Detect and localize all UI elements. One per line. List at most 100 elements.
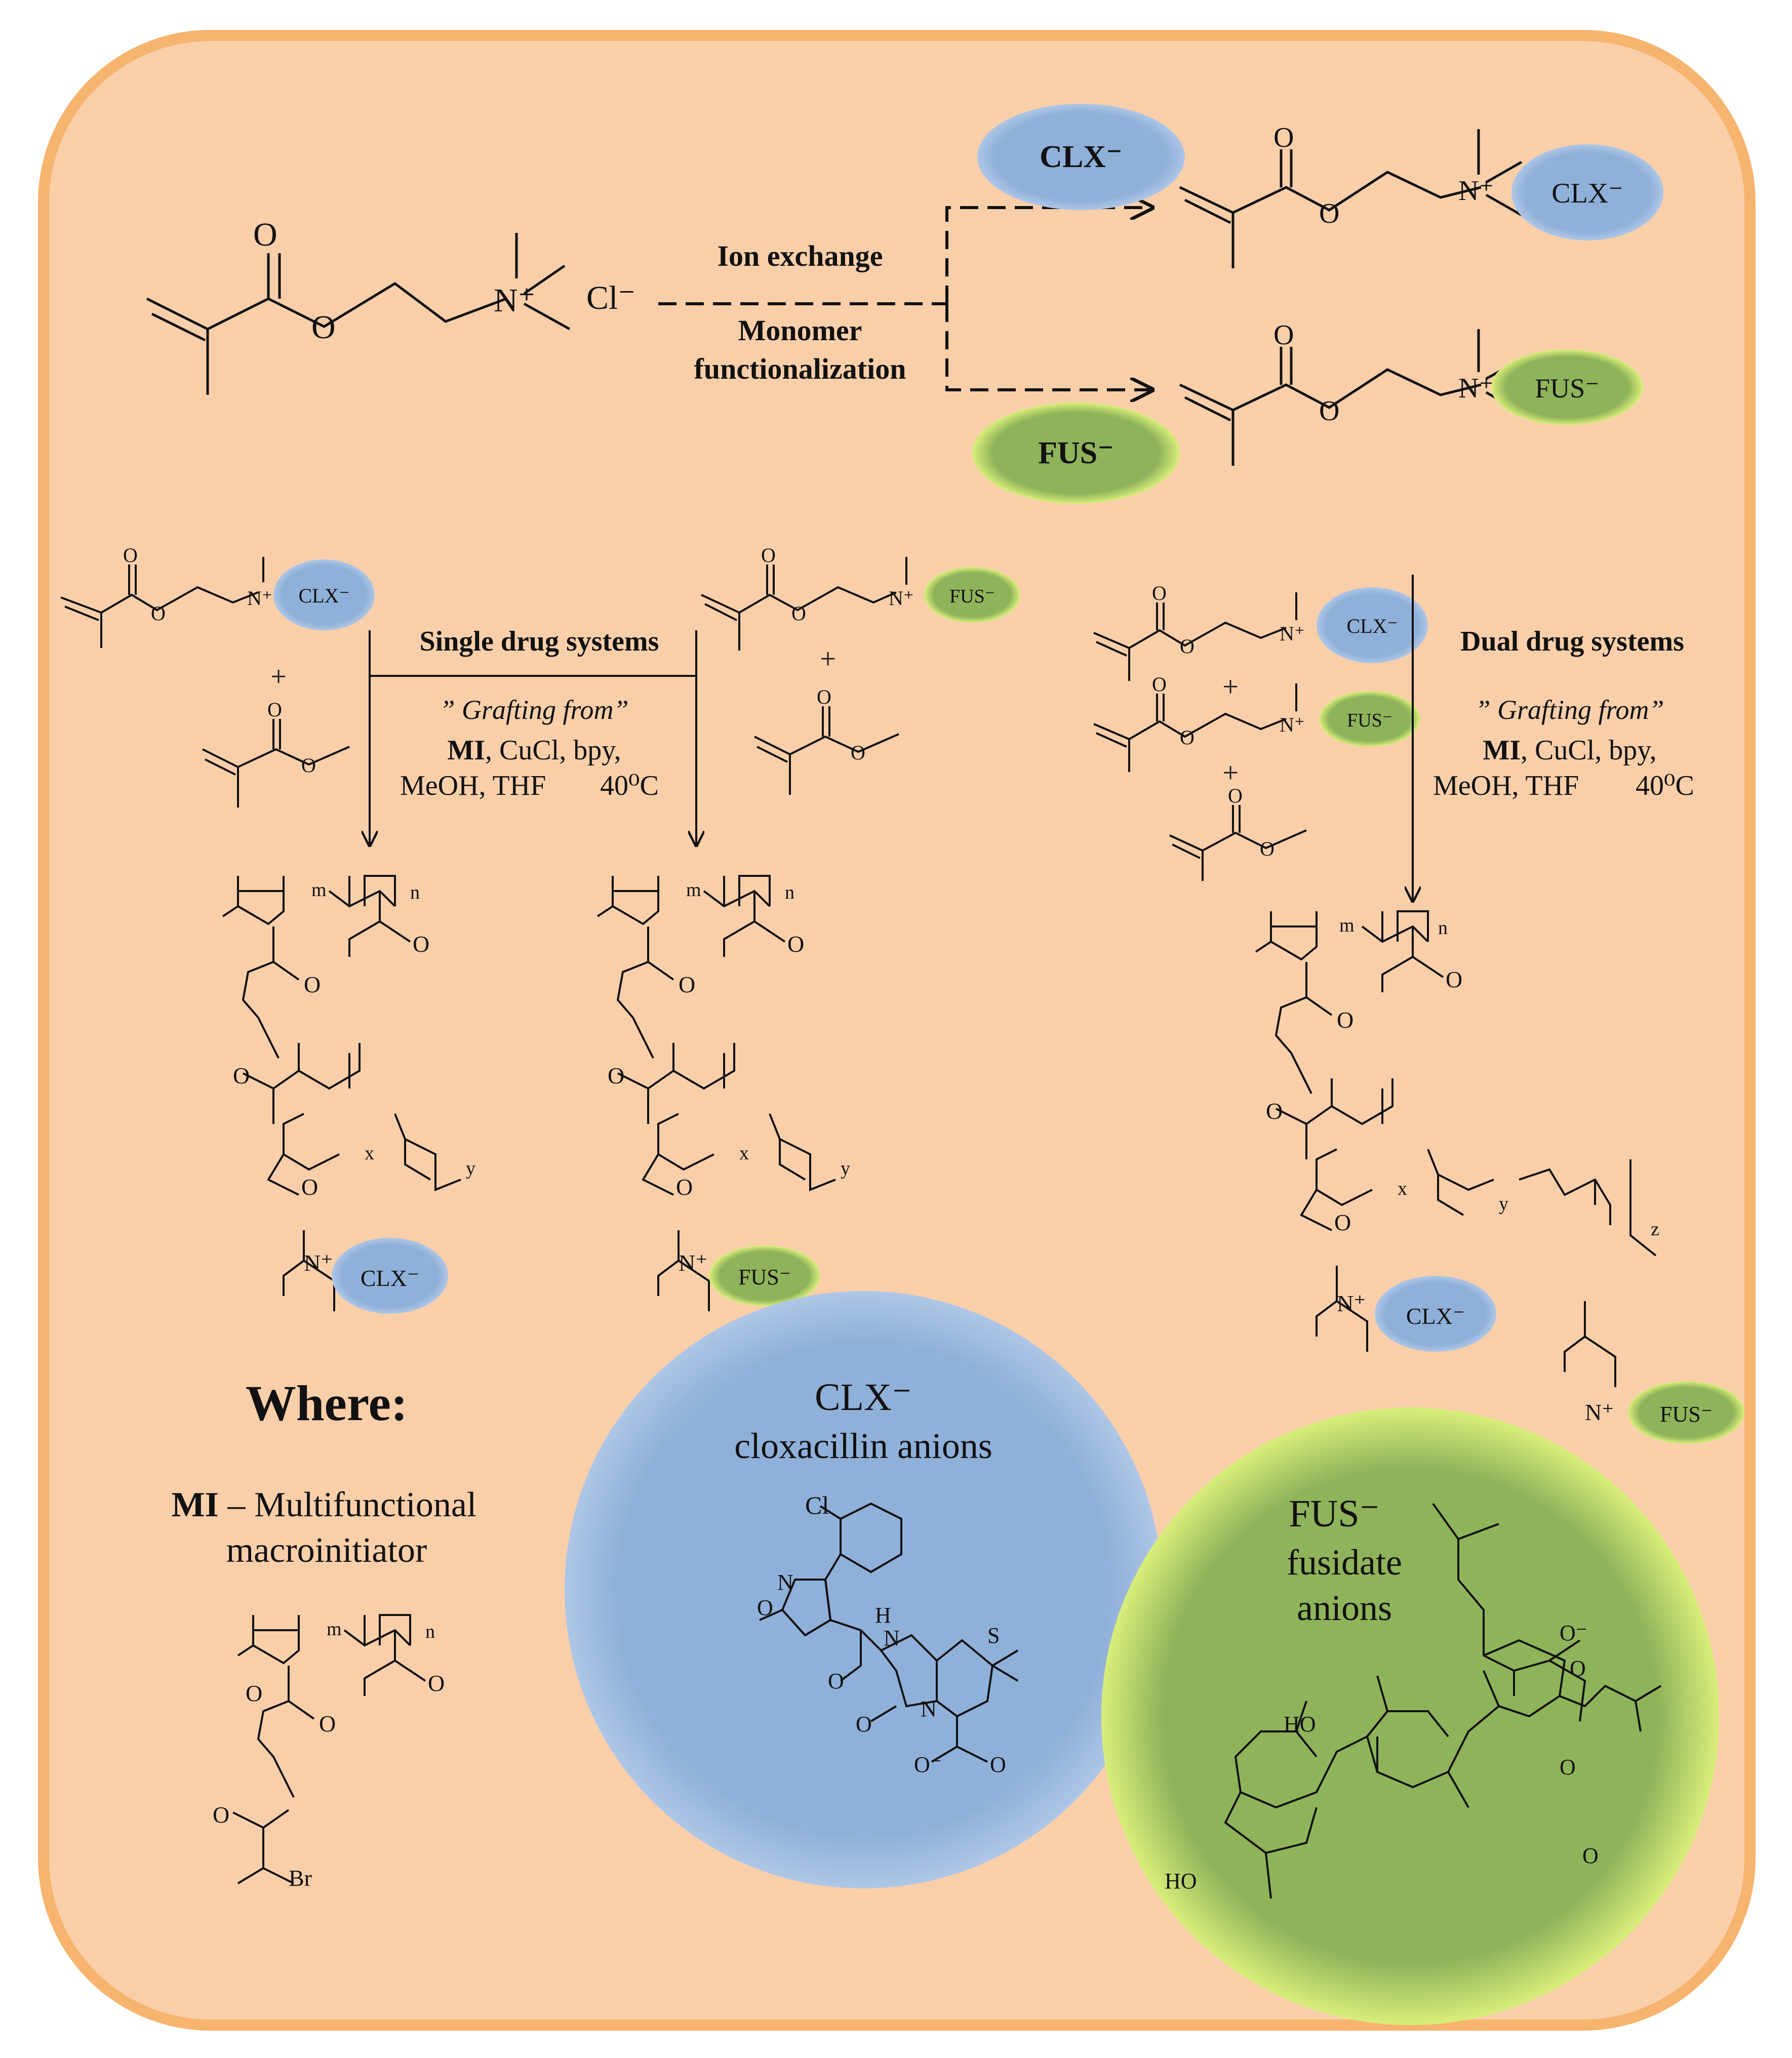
- single-clx-poly-anion: CLX⁻: [361, 1265, 419, 1291]
- fus-monomer-product: [1179, 329, 1523, 466]
- dual-conditions-line1: MI, CuCl, bpy,: [1483, 735, 1656, 766]
- clx-lactam-o: O: [856, 1712, 872, 1737]
- dual-monomers: [1093, 592, 1307, 881]
- chloride-anion: Cl⁻: [586, 279, 635, 316]
- methyl-methacrylate-2: [754, 706, 899, 795]
- functionalization-label: functionalization: [694, 352, 906, 385]
- monomer-label: Monomer: [738, 314, 862, 347]
- single-fus-poly-o1: O: [608, 1063, 624, 1088]
- dual-fus-o2: O: [1180, 726, 1194, 749]
- dual-clx-o2: O: [1180, 635, 1194, 658]
- single-clx-poly-n-plus: N⁺: [304, 1250, 333, 1276]
- dual-polymer: [1255, 910, 1657, 1387]
- dual-poly-fus-anion: FUS⁻: [1660, 1402, 1713, 1427]
- fus-monomer-anion: FUS⁻: [1535, 373, 1600, 403]
- clx-monomer-anion-oval: [1511, 144, 1663, 240]
- clx-isoxazole-o: O: [757, 1595, 773, 1620]
- dual-poly-sub-m: m: [1339, 915, 1355, 936]
- mi-o4: O: [213, 1802, 229, 1828]
- single-fus-poly-anion-oval: [709, 1245, 820, 1306]
- clx-monomer-product: [1179, 129, 1523, 268]
- clx-monomer-n-plus: N⁺: [1458, 175, 1494, 207]
- dual-drug-systems-label: Dual drug systems: [1460, 626, 1684, 657]
- monomer-n-plus: N⁺: [494, 282, 536, 319]
- single-fus-o1: O: [761, 544, 776, 567]
- clx-lactam-n: N: [921, 1697, 937, 1721]
- clx-monomer-carbonyl-o: O: [1273, 122, 1294, 153]
- clx-chlorine: Cl: [805, 1491, 829, 1519]
- fus-ho-2: HO: [1165, 1869, 1197, 1893]
- clx-carboxylate-o-minus: O⁻: [914, 1752, 942, 1777]
- fusidate-structure: [1224, 1503, 1662, 1899]
- single-clx-poly-sub-m: m: [311, 879, 327, 901]
- clx-legend-title: CLX⁻: [815, 1376, 912, 1419]
- dual-poly-o4: O: [1334, 1209, 1351, 1235]
- plus-sign-2: +: [820, 643, 836, 675]
- dual-clx-o1: O: [1152, 582, 1167, 604]
- dual-fus-n-plus: N⁺: [1280, 713, 1305, 736]
- mma2-o1: O: [817, 685, 831, 708]
- plus-sign-3: +: [1222, 671, 1239, 703]
- mma1-o1: O: [267, 698, 282, 721]
- dual-conditions-temp: 40⁰C: [1636, 770, 1694, 801]
- clx-amide-h: H: [875, 1603, 891, 1628]
- cloxacillin-structure: [759, 1502, 1019, 1763]
- single-fus-poly-o3: O: [787, 931, 804, 957]
- single-fus-poly-n-plus: N⁺: [679, 1250, 708, 1276]
- dual-poly-n-plus-fus: N⁺: [1585, 1399, 1614, 1425]
- single-conditions-line1: MI, CuCl, bpy,: [447, 735, 621, 766]
- dual-clx-n-plus: N⁺: [1280, 622, 1305, 645]
- single-clx-n-plus: N⁺: [247, 587, 272, 610]
- dual-poly-sub-n: n: [1438, 917, 1448, 939]
- single-drug-systems-label: Single drug systems: [420, 626, 659, 657]
- single-fus-poly-o2: O: [679, 972, 695, 997]
- dual-clx-anion: CLX⁻: [1346, 615, 1398, 637]
- dual-poly-fus-anion-oval: [1628, 1381, 1744, 1444]
- single-fus-poly-o4: O: [676, 1174, 693, 1200]
- single-fus-poly-anion: FUS⁻: [738, 1265, 791, 1289]
- single-fus-anion: FUS⁻: [949, 586, 995, 607]
- mi-o1: O: [246, 1680, 262, 1706]
- methyl-methacrylate-1: [202, 719, 350, 808]
- clx-amide-o: O: [828, 1669, 844, 1693]
- mi-sub-m: m: [327, 1619, 342, 1640]
- single-conditions-temp: 40⁰C: [600, 770, 659, 801]
- single-fus-monomer: [701, 557, 907, 651]
- clx-legend-circle: [565, 1291, 1162, 1888]
- dual-clx-anion-oval: [1317, 587, 1428, 663]
- mi-definition-line2: macroinitiator: [226, 1531, 427, 1570]
- single-clx-polymer: [222, 875, 461, 1311]
- dual-poly-n-plus-clx: N⁺: [1337, 1290, 1366, 1316]
- where-label: Where:: [246, 1375, 408, 1431]
- clx-legend-name: cloxacillin anions: [734, 1426, 992, 1466]
- ion-exchange-label: Ion exchange: [717, 239, 883, 272]
- single-fus-poly-sub-n: n: [785, 882, 794, 903]
- fus-carboxylate-o-minus: O⁻: [1560, 1621, 1587, 1645]
- clx-monomer-ester-o: O: [1319, 198, 1339, 229]
- fus-monomer-ester-o: O: [1319, 395, 1339, 427]
- clx-reagent-label: CLX⁻: [1040, 140, 1123, 174]
- dual-poly-clx-anion-oval: [1375, 1276, 1496, 1352]
- dual-poly-sub-y: y: [1499, 1193, 1508, 1215]
- dual-poly-sub-x: x: [1398, 1178, 1407, 1199]
- single-fus-o2: O: [791, 602, 806, 625]
- fus-legend-title: FUS⁻: [1289, 1492, 1380, 1535]
- single-clx-poly-o4: O: [301, 1174, 318, 1200]
- single-clx-poly-sub-n: n: [410, 882, 420, 903]
- fus-carboxylate-o: O: [1570, 1656, 1586, 1681]
- mi-definition-line1: MI – Multifunctional: [172, 1485, 477, 1524]
- plus-sign-1: +: [270, 661, 287, 693]
- clx-carboxylate-o: O: [990, 1752, 1006, 1777]
- starting-monomer: [146, 233, 571, 395]
- mma1-o2: O: [301, 754, 316, 777]
- dual-fus-o1: O: [1152, 673, 1167, 696]
- dual-fus-anion: FUS⁻: [1347, 710, 1392, 731]
- single-clx-poly-sub-x: x: [365, 1143, 374, 1164]
- single-fus-poly-sub-y: y: [841, 1158, 850, 1179]
- clx-isoxazole-n: N: [777, 1570, 793, 1595]
- dual-poly-o2: O: [1337, 1007, 1353, 1033]
- clx-amide-n: N: [884, 1626, 900, 1650]
- single-clx-o1: O: [123, 544, 138, 567]
- dual-mma-o2: O: [1260, 837, 1275, 860]
- single-clx-monomer: [60, 557, 264, 648]
